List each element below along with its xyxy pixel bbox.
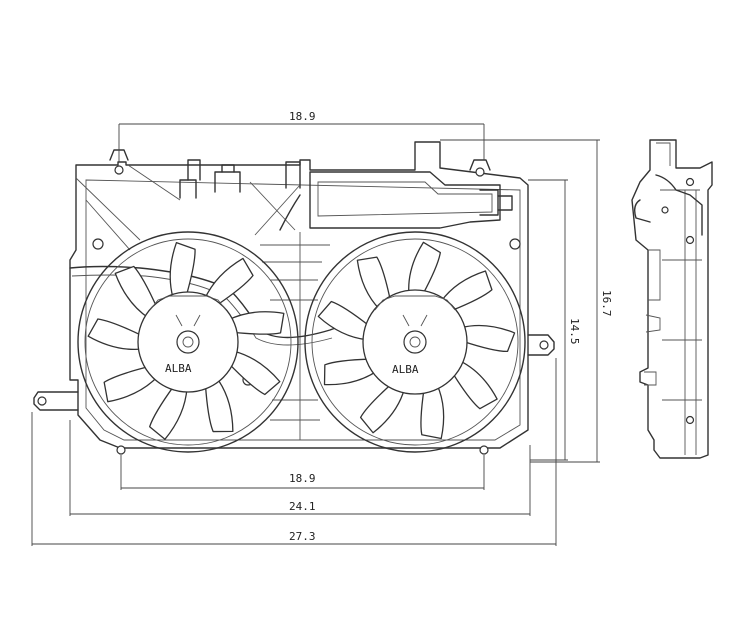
dimension-top-width: 18.9 bbox=[118, 110, 485, 162]
bladesR-blade-1 bbox=[440, 270, 493, 312]
left-fan-blades bbox=[87, 242, 285, 440]
dimension-overall-height: 16.7 bbox=[440, 139, 613, 463]
left-fan-hub-marking: ALBA bbox=[165, 362, 192, 375]
dimension-overall-width: 27.3 bbox=[31, 358, 557, 546]
bladesL-blade-4 bbox=[204, 377, 234, 433]
right-fan-hub-marking: ALBA bbox=[392, 363, 419, 376]
bladesR-blade-4 bbox=[420, 384, 445, 440]
bladesL-blade-5 bbox=[149, 385, 188, 440]
bladesR-blade-2 bbox=[460, 324, 516, 353]
dim-frame-width-label: 24.1 bbox=[289, 500, 316, 513]
bladesR-blade-8 bbox=[356, 256, 392, 311]
left-fan: ALBA bbox=[77, 231, 299, 453]
bladesL-blade-1 bbox=[204, 257, 254, 307]
fan-shroud-side-view bbox=[631, 139, 713, 459]
right-fan: ALBA bbox=[304, 231, 526, 453]
bladesL-blade-3 bbox=[228, 350, 281, 396]
bladesL-blade-9 bbox=[169, 242, 196, 300]
dim-overall-width-label: 27.3 bbox=[289, 530, 316, 543]
dimension-frame-width: 24.1 bbox=[69, 420, 531, 516]
bladesR-blade-6 bbox=[323, 358, 378, 386]
bladesL-blade-2 bbox=[227, 311, 285, 335]
bladesL-blade-7 bbox=[87, 318, 144, 351]
bladesR-blade-3 bbox=[451, 359, 498, 410]
dimension-lines: 18.9 18.9 24.1 27.3 14.5 bbox=[31, 110, 613, 546]
dim-top-width-label: 18.9 bbox=[289, 110, 316, 123]
bladesR-blade-9 bbox=[408, 241, 441, 296]
bladesL-blade-8 bbox=[114, 265, 158, 319]
dim-overall-height-label: 16.7 bbox=[600, 290, 613, 317]
dim-bottom-width-label: 18.9 bbox=[289, 472, 316, 485]
fan-shroud-front-view bbox=[33, 141, 555, 455]
bladesR-blade-7 bbox=[317, 300, 371, 341]
dimension-bottom-inner-width: 18.9 bbox=[120, 455, 485, 490]
bladesL-blade-6 bbox=[103, 365, 159, 403]
dim-inner-height-label: 14.5 bbox=[568, 318, 581, 345]
bladesR-blade-5 bbox=[359, 383, 406, 434]
dimension-inner-height: 14.5 bbox=[528, 179, 581, 461]
right-fan-blades bbox=[317, 241, 516, 440]
